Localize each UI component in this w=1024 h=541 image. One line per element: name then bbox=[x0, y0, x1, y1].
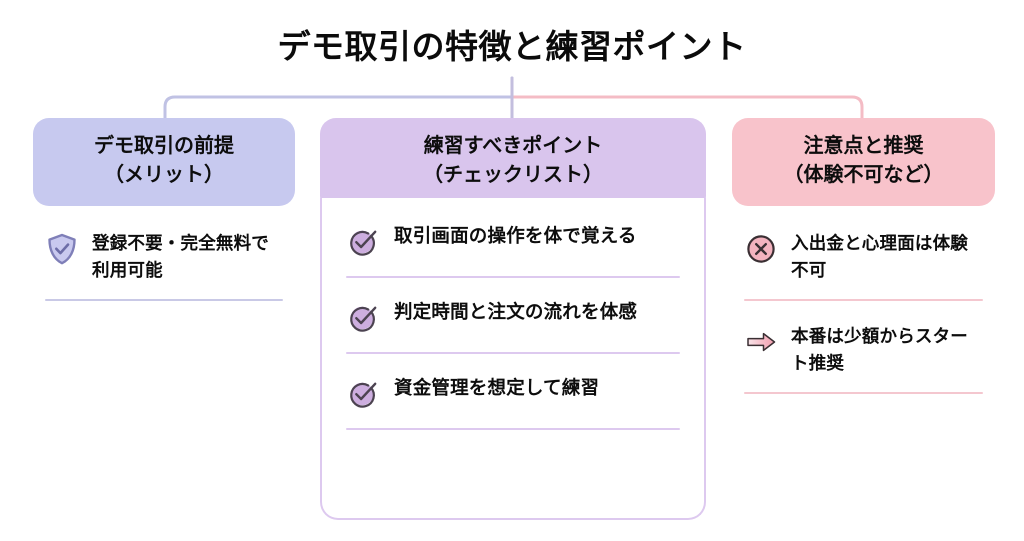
column-right-header-line2: （体験不可など） bbox=[783, 164, 944, 186]
divider bbox=[346, 352, 680, 354]
list-item-label: 資金管理を想定して練習 bbox=[394, 377, 600, 398]
column-right-header-line1: 注意点と推奨 bbox=[803, 135, 924, 157]
list-item: 判定時間と注文の流れを体感 bbox=[346, 296, 680, 334]
divider bbox=[744, 392, 983, 395]
list-item: 取引画面の操作を体で覚える bbox=[346, 220, 680, 258]
column-right: 注意点と推奨 （体験不可など） 入出金と心理面は体験不可 bbox=[732, 118, 995, 412]
column-right-header: 注意点と推奨 （体験不可など） bbox=[732, 118, 995, 206]
list-item-label: 取引画面の操作を体で覚える bbox=[394, 225, 637, 246]
arrow-right-icon bbox=[744, 325, 778, 359]
divider bbox=[45, 299, 283, 302]
column-left-header: デモ取引の前提 （メリット） bbox=[33, 118, 295, 206]
column-right-list: 入出金と心理面は体験不可 本番は少額からスタート推奨 bbox=[732, 226, 995, 395]
list-item: 入出金と心理面は体験不可 bbox=[744, 226, 983, 283]
column-middle-header-line2: （チェックリスト） bbox=[423, 164, 603, 186]
list-item: 本番は少額からスタート推奨 bbox=[744, 319, 983, 376]
list-item: 資金管理を想定して練習 bbox=[346, 372, 680, 410]
column-left-header-line2: （メリット） bbox=[104, 164, 224, 186]
column-left-header-line1: デモ取引の前提 bbox=[94, 135, 234, 157]
list-item: 登録不要・完全無料で利用可能 bbox=[45, 226, 283, 283]
list-item-label: 本番は少額からスタート推奨 bbox=[791, 326, 968, 373]
circle-check-icon bbox=[346, 376, 380, 410]
divider bbox=[744, 299, 983, 302]
checklist-card: 取引画面の操作を体で覚える 判定時間と注文の流れを体感 bbox=[320, 198, 706, 520]
list-item-label: 登録不要・完全無料で利用可能 bbox=[92, 233, 269, 280]
column-middle: 練習すべきポイント （チェックリスト） 取引画面の操作を体で覚える bbox=[320, 118, 706, 520]
divider bbox=[346, 276, 680, 278]
connector-left bbox=[163, 76, 514, 122]
circle-check-icon bbox=[346, 224, 380, 258]
list-item-label: 入出金と心理面は体験不可 bbox=[791, 233, 968, 280]
list-item-label: 判定時間と注文の流れを体感 bbox=[394, 301, 638, 322]
page-title: デモ取引の特徴と練習ポイント bbox=[277, 28, 747, 65]
column-left-list: 登録不要・完全無料で利用可能 bbox=[33, 226, 295, 302]
column-middle-header-line1: 練習すべきポイント bbox=[423, 135, 603, 157]
circle-check-icon bbox=[346, 300, 380, 334]
shield-check-icon bbox=[45, 232, 79, 266]
circle-cross-icon bbox=[744, 232, 778, 266]
column-left: デモ取引の前提 （メリット） 登録不要・完全無料で利用可能 bbox=[33, 118, 295, 319]
column-middle-header: 練習すべきポイント （チェックリスト） bbox=[320, 118, 706, 206]
divider bbox=[346, 428, 680, 430]
connector-right bbox=[510, 95, 864, 122]
